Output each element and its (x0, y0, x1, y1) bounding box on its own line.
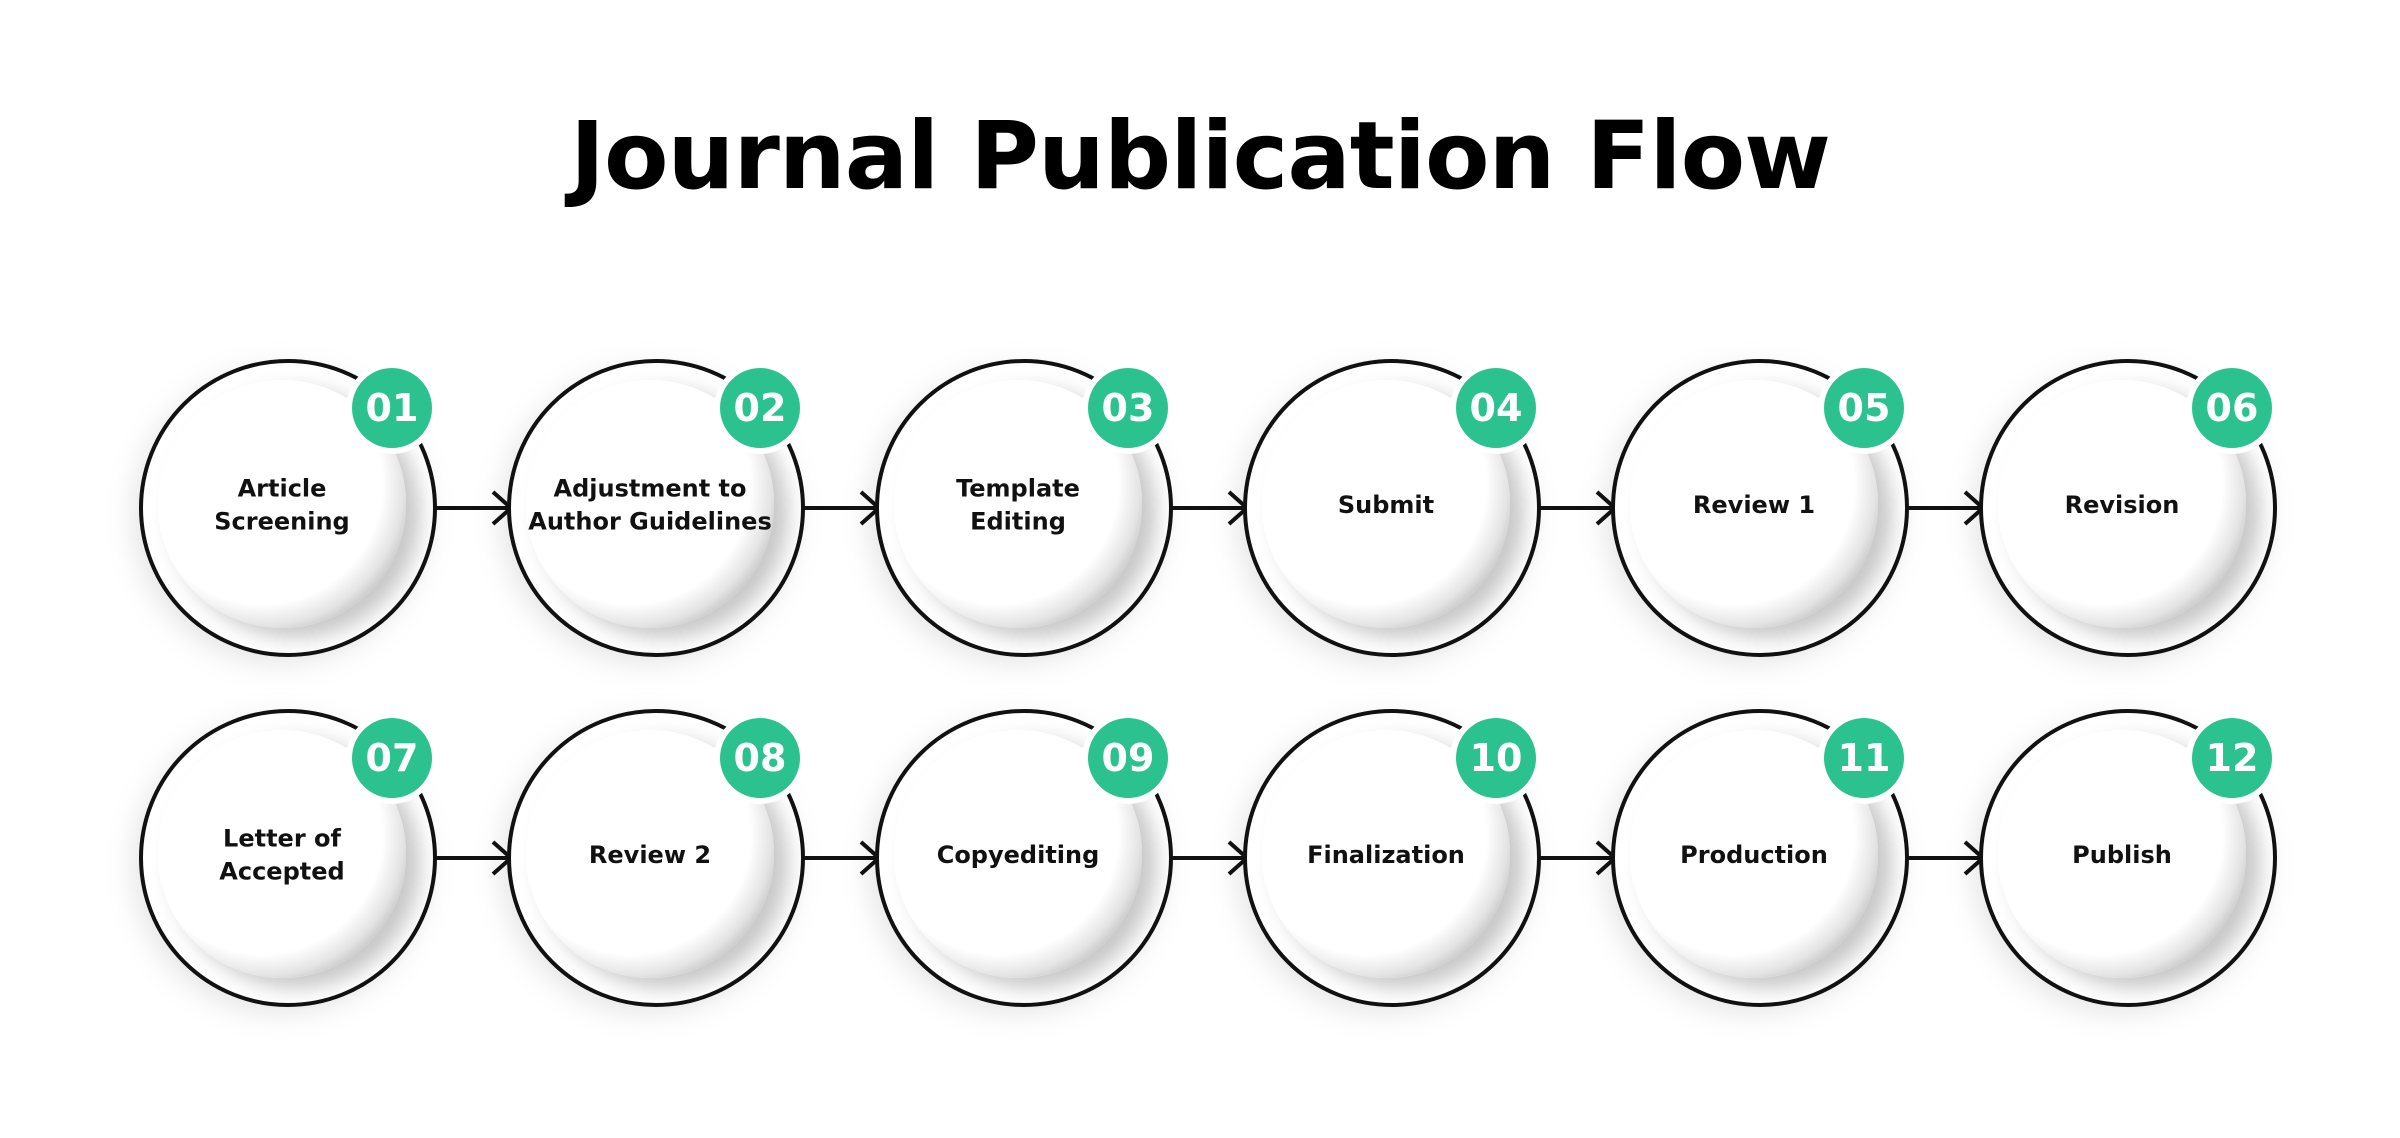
step-number: 01 (366, 386, 419, 430)
step-label: Accepted (219, 858, 344, 886)
page-title: Journal Publication Flow (569, 102, 1831, 211)
step-label: Submit (1338, 491, 1434, 519)
step-number-badge (1456, 718, 1536, 798)
step-number: 05 (1838, 386, 1891, 430)
step-02: Adjustment to Author Guidelines 02 (507, 359, 883, 658)
step-disc (158, 730, 406, 978)
step-number-badge (720, 718, 800, 798)
step-number: 11 (1838, 736, 1891, 780)
step-04: Submit 04 (1243, 359, 1619, 658)
step-number: 02 (734, 386, 787, 430)
step-number: 12 (2206, 736, 2259, 780)
connector-arrow (1169, 506, 1247, 510)
step-disc (894, 730, 1142, 978)
step-disc (1262, 380, 1510, 628)
connector-arrow (1537, 506, 1615, 510)
step-09: Copyediting 09 (875, 709, 1251, 1008)
step-label: Copyediting (937, 841, 1100, 869)
step-number: 08 (734, 736, 787, 780)
step-number-badge (352, 368, 432, 448)
step-number-badge (2192, 368, 2272, 448)
step-label: Production (1680, 841, 1828, 869)
connector-arrow (433, 856, 511, 860)
step-label: Revision (2065, 491, 2180, 519)
step-number: 03 (1102, 386, 1155, 430)
step-label: Review 1 (1693, 491, 1815, 519)
step-disc (1998, 730, 2246, 978)
step-10: Finalization 10 (1243, 709, 1619, 1008)
step-08: Review 2 08 (507, 709, 883, 1008)
step-number: 07 (366, 736, 419, 780)
step-disc (1630, 730, 1878, 978)
step-number-badge (1088, 718, 1168, 798)
step-label: Finalization (1307, 841, 1465, 869)
step-disc (1998, 380, 2246, 628)
step-label: Letter of (223, 825, 341, 853)
step-disc (1262, 730, 1510, 978)
step-label: Author Guidelines (528, 508, 771, 536)
step-number-badge (1088, 368, 1168, 448)
step-number: 09 (1102, 736, 1155, 780)
step-disc (1630, 380, 1878, 628)
step-label: Publish (2072, 841, 2172, 869)
step-label: Template (956, 475, 1080, 503)
step-11: Production 11 (1611, 709, 1987, 1008)
step-number-badge (2192, 718, 2272, 798)
step-number-badge (720, 368, 800, 448)
connector-arrow (801, 856, 879, 860)
step-label: Review 2 (589, 841, 711, 869)
connector-arrow (1169, 856, 1247, 860)
connector-arrow (1905, 856, 1983, 860)
step-label: Adjustment to (554, 475, 747, 503)
connector-arrow (433, 506, 511, 510)
step-12: Publish 12 (1979, 709, 2278, 1008)
step-label: Screening (214, 508, 349, 536)
step-label: Editing (970, 508, 1066, 536)
step-number: 06 (2206, 386, 2259, 430)
step-05: Review 1 05 (1611, 359, 1987, 658)
step-number-badge (1456, 368, 1536, 448)
step-number-badge (1824, 368, 1904, 448)
step-number-badge (1824, 718, 1904, 798)
step-disc (894, 380, 1142, 628)
step-number: 10 (1470, 736, 1523, 780)
step-06: Revision 06 (1979, 359, 2278, 658)
connector-arrow (1905, 506, 1983, 510)
connector-arrow (801, 506, 879, 510)
step-label: Article (238, 475, 327, 503)
step-disc (526, 730, 774, 978)
connector-arrow (1537, 856, 1615, 860)
step-disc (158, 380, 406, 628)
step-07: Letter of Accepted 07 (139, 709, 515, 1008)
step-number-badge (352, 718, 432, 798)
step-number: 04 (1470, 386, 1523, 430)
step-disc (526, 380, 774, 628)
